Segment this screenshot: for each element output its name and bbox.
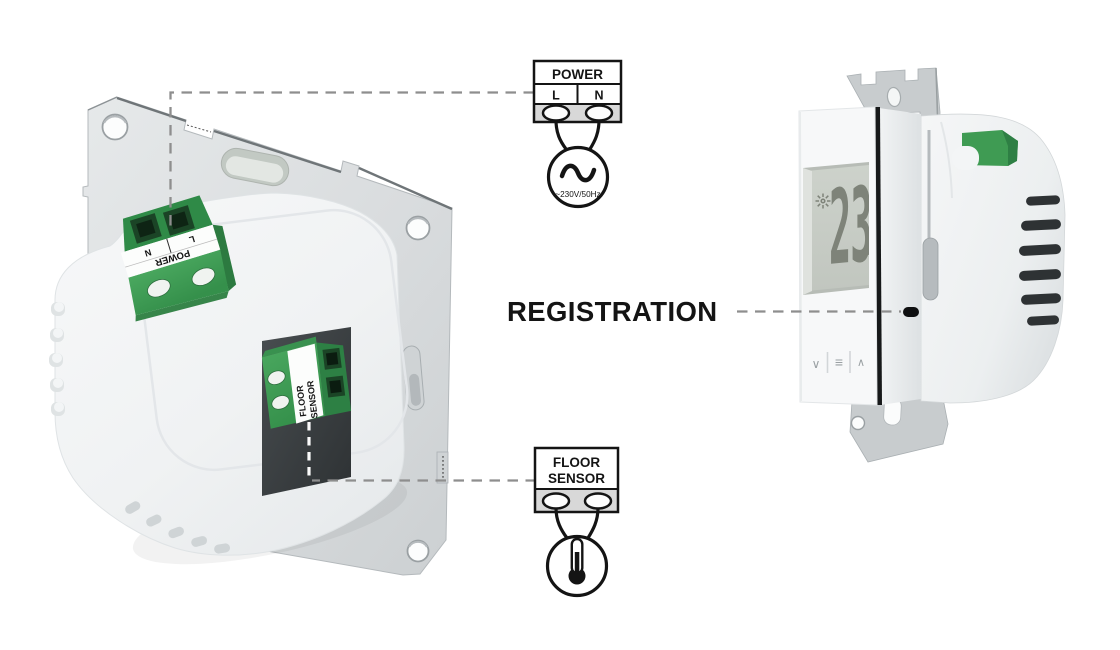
plate-corner-chamfer: [87, 96, 118, 111]
wire-hole: [162, 205, 195, 236]
plate-edge-line: [116, 96, 453, 211]
menu-button: ≡: [835, 354, 843, 370]
power-terminal-block: N L POWER: [120, 195, 237, 322]
terminal-block-side: [952, 130, 1018, 170]
terminal-eyelet: [583, 492, 613, 510]
device-body: [920, 113, 1066, 404]
callout-box: [532, 59, 623, 124]
ac-sine-icon: [546, 145, 610, 209]
power-pin-l: L: [187, 234, 196, 245]
side-view-device: 23 ∨ ≡ ∧: [798, 67, 1066, 463]
power-callout-pin-l: L: [552, 89, 560, 103]
retaining-clip: [922, 130, 939, 301]
power-callout: POWER L N ~230V/50Hz: [532, 59, 623, 209]
wire-hole: [129, 213, 162, 244]
wire: [586, 507, 600, 539]
down-button: ∨: [812, 357, 821, 371]
terminal-screw: [147, 279, 171, 298]
panel-edge-highlight: [799, 111, 802, 402]
sun-icon: [815, 193, 831, 209]
wire: [554, 507, 569, 539]
lcd-bevel: [803, 168, 812, 295]
screw-hole: [101, 113, 129, 141]
floor-sensor-label-line1: FLOOR: [295, 384, 309, 417]
bracket-hole: [886, 86, 902, 108]
label-divider: [166, 238, 172, 254]
module-bottom-vents: [125, 501, 231, 554]
plate-right-tab: [436, 451, 449, 484]
power-callout-pin-n: N: [594, 89, 603, 103]
vent-slots: [1019, 195, 1061, 326]
screw-hole: [406, 539, 430, 563]
plate-notch-serration: [186, 124, 212, 133]
thermostat-module: [54, 192, 405, 556]
button-row: ∨ ≡ ∧: [812, 351, 865, 373]
power-leader-line: [169, 91, 534, 230]
screw-hole-shadow: [103, 115, 127, 124]
bracket-screw-hole: [850, 415, 866, 431]
screw-hole: [405, 215, 431, 241]
terminal-bottom-face: [135, 290, 229, 322]
lcd-decimal-point: [864, 248, 869, 255]
wire: [588, 119, 601, 150]
wire: [554, 119, 568, 150]
terminal-top-face: [261, 336, 317, 358]
lcd-value: 23: [829, 165, 872, 289]
callout-box: [533, 446, 620, 514]
screw-hole-shadow: [408, 540, 428, 548]
body-crease: [940, 121, 953, 199]
floor-callout-title1: FLOOR: [553, 455, 600, 470]
wire-hole: [325, 375, 346, 398]
power-pin-n: N: [143, 247, 152, 258]
power-callout-title: POWER: [552, 67, 603, 82]
module-left-vents: [49, 302, 65, 416]
body-bump: [952, 146, 979, 170]
terminal-screw: [271, 395, 290, 410]
leader-lines: [169, 91, 901, 482]
terminal-screw: [267, 370, 286, 386]
up-button: ∧: [857, 357, 865, 369]
terminal-eyelet: [584, 104, 614, 122]
terminal-side-face: [212, 224, 237, 291]
thermometer-icon: [545, 534, 609, 598]
plate-oval-slot: [220, 147, 290, 187]
voltage-label: ~230V/50Hz: [555, 190, 600, 199]
floor-callout-title2: SENSOR: [548, 471, 605, 486]
floor-sensor-label-line2: SENSOR: [305, 380, 320, 419]
registration-port: [903, 307, 919, 317]
terminal-eyelet: [541, 104, 571, 122]
back-view-device: FLOOR SENSOR N L POWER: [49, 96, 453, 576]
lcd-display: 23: [803, 162, 872, 295]
wire-hole: [322, 347, 342, 370]
side-panel: [879, 108, 921, 405]
label-divider: [125, 238, 218, 268]
screw-hole-shadow: [407, 217, 429, 225]
floor-sensor-callout: FLOOR SENSOR: [533, 446, 620, 598]
registration-label: REGISTRATION: [507, 296, 718, 327]
floor-sensor-terminal-block: FLOOR SENSOR: [261, 336, 352, 429]
terminal-front-face: [128, 249, 229, 316]
terminal-label-band: [287, 343, 324, 424]
terminal-screw: [191, 267, 216, 286]
terminal-eyelet: [541, 492, 571, 510]
